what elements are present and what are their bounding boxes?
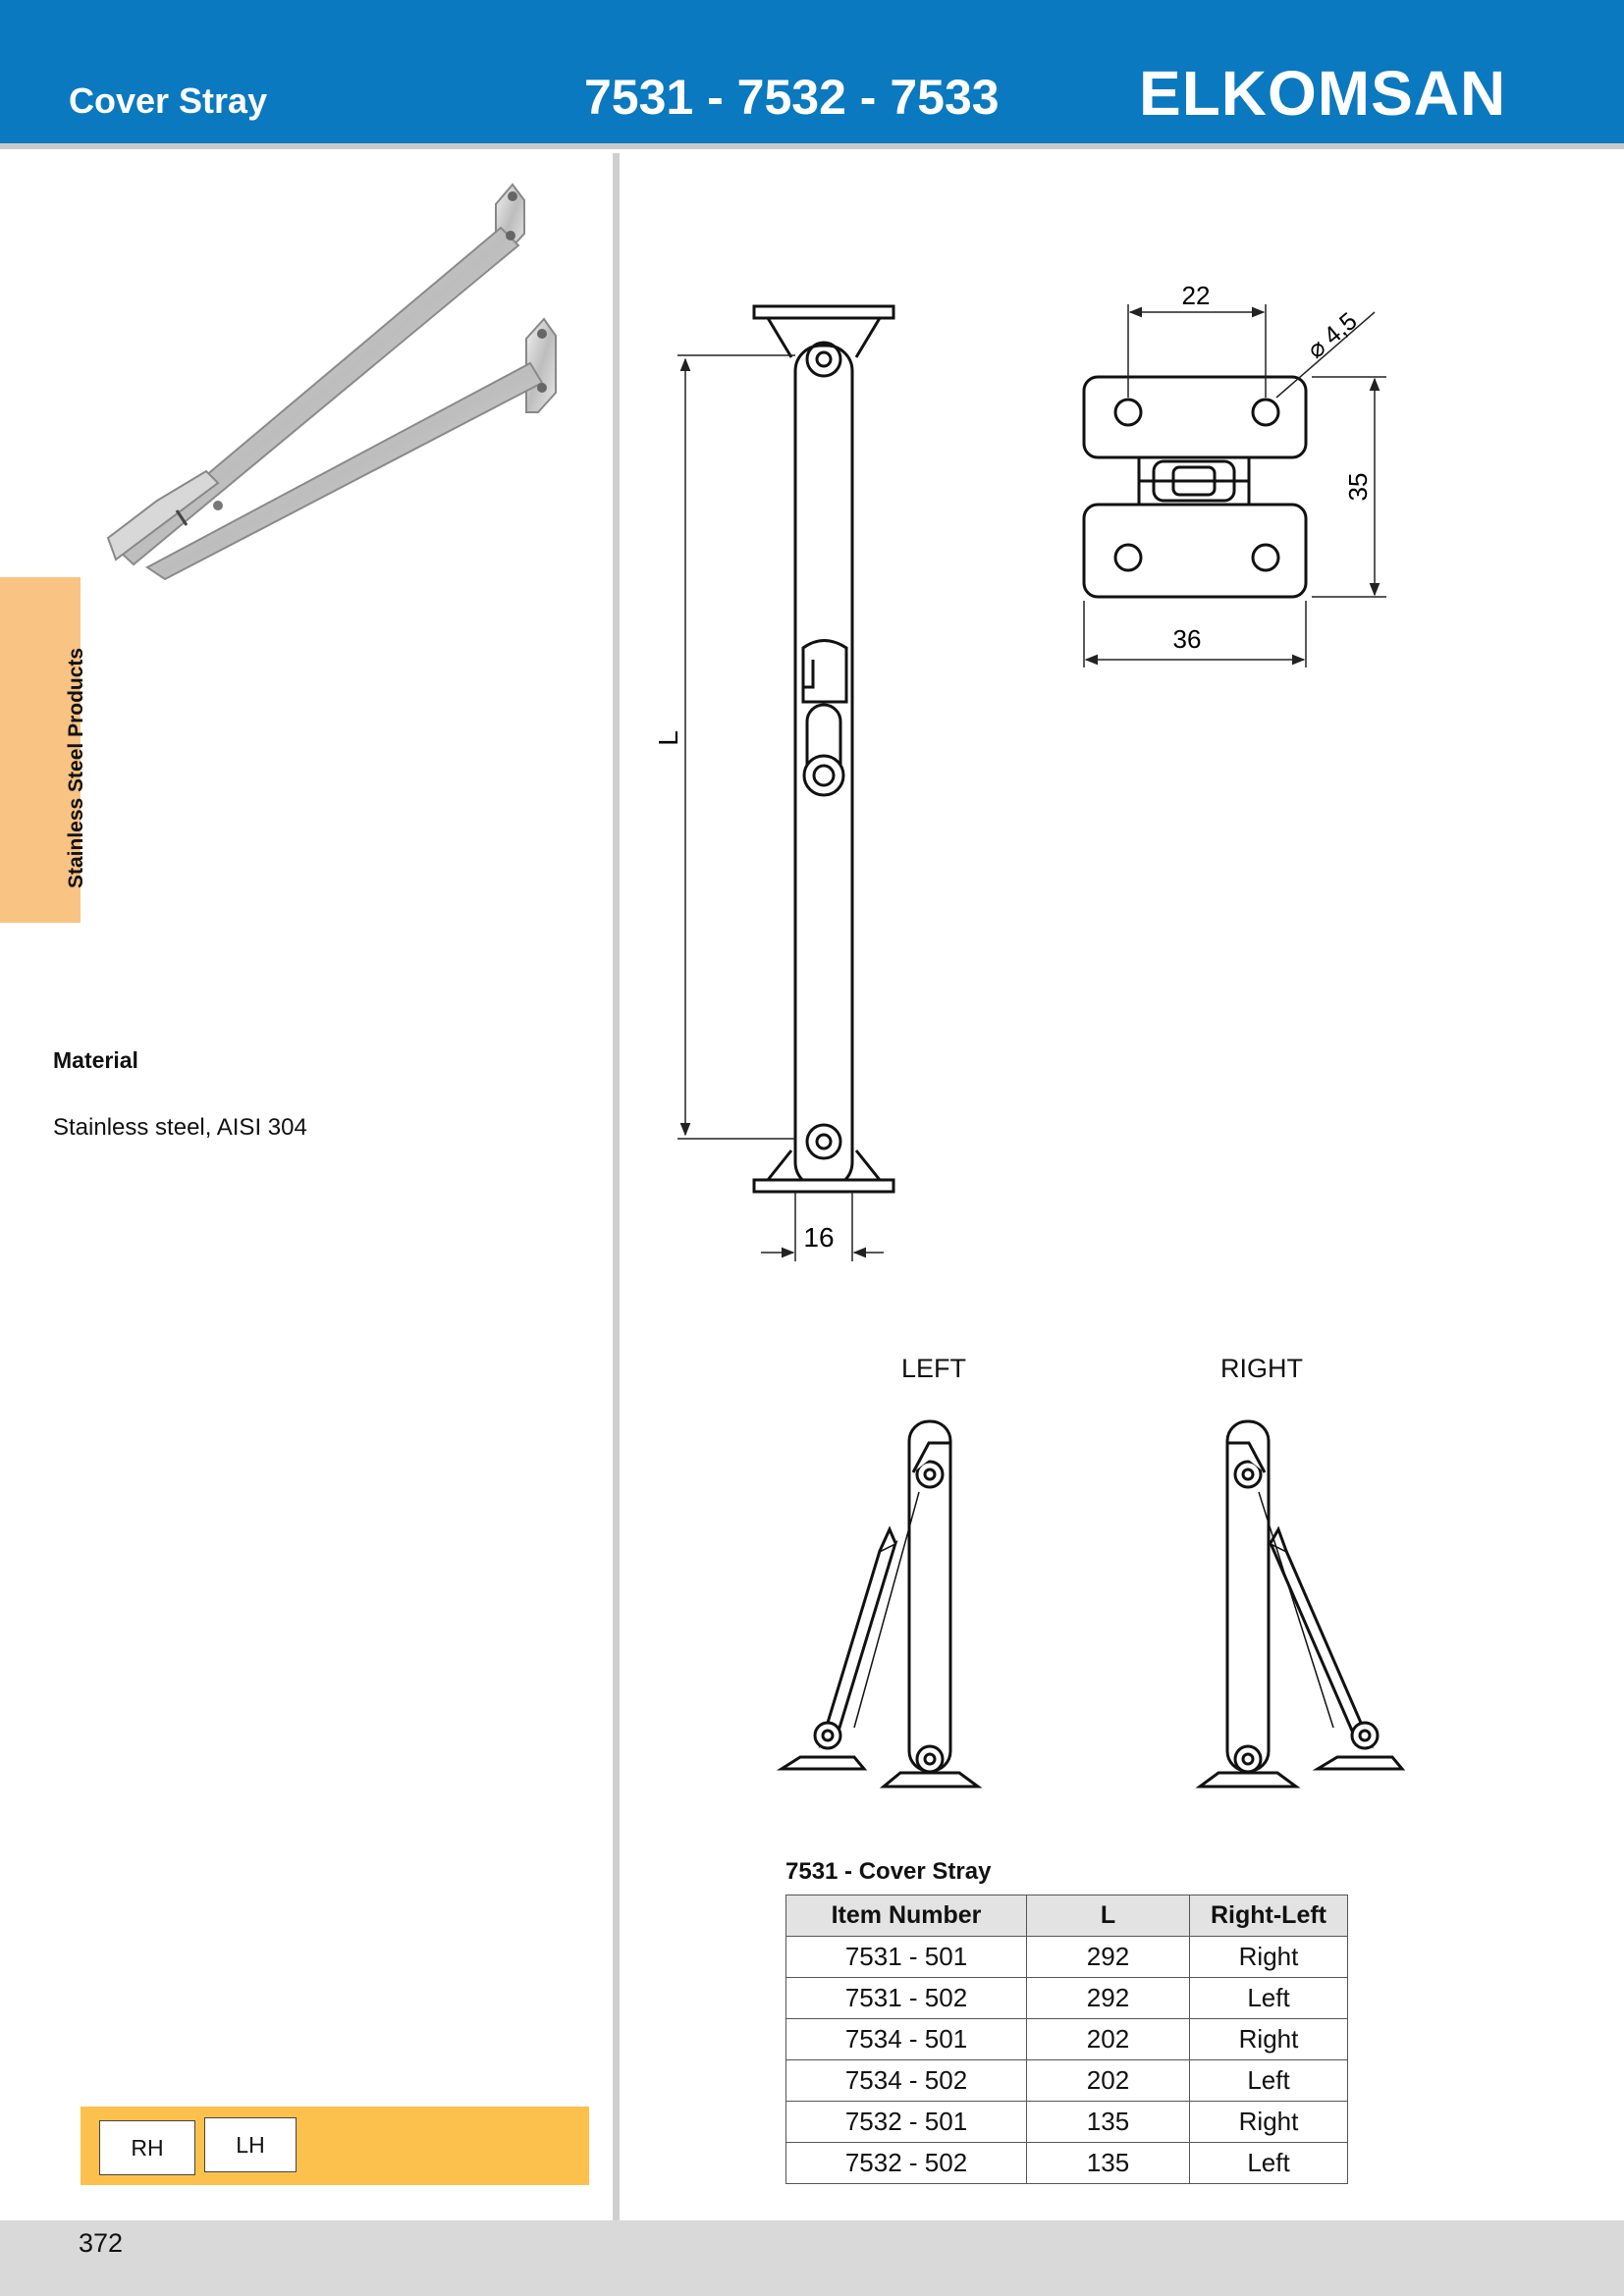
length-cell: 292 xyxy=(1026,1936,1190,1978)
dim-length-label: L xyxy=(653,730,683,746)
dim-height-label: 35 xyxy=(1343,473,1373,502)
table-row: 7532 - 502 135 Left xyxy=(785,2142,1348,2184)
length-cell: 135 xyxy=(1026,2142,1190,2184)
dim-plate-width-label: 36 xyxy=(1173,624,1202,654)
table-row: 7531 - 501 292 Right xyxy=(785,1936,1348,1978)
right-view-label: RIGHT xyxy=(1220,1354,1303,1383)
material-value: Stainless steel, AISI 304 xyxy=(53,1114,307,1141)
side-cell: Left xyxy=(1189,1977,1348,2019)
top-view-dimensions xyxy=(1083,304,1386,667)
length-cell: 135 xyxy=(1026,2101,1190,2143)
side-cell: Right xyxy=(1189,2101,1348,2143)
top-view-drawing xyxy=(1082,375,1308,599)
dim-hole-spacing-label: 22 xyxy=(1182,281,1211,310)
right-view-drawing xyxy=(1195,1419,1406,1789)
column-divider xyxy=(613,153,620,2220)
dimension-lines xyxy=(677,354,884,1261)
length-cell: 292 xyxy=(1026,1977,1190,2019)
page-header xyxy=(0,0,1624,143)
side-cell: Right xyxy=(1189,2018,1348,2060)
material-label: Material xyxy=(53,1047,138,1073)
dim-width-label: 16 xyxy=(803,1222,834,1253)
item-number-cell: 7532 - 501 xyxy=(785,2101,1027,2143)
table-row: 7532 - 501 135 Right xyxy=(785,2101,1348,2143)
page-footer xyxy=(0,2220,1624,2296)
lh-option-button[interactable]: LH xyxy=(204,2117,297,2172)
side-cell: Left xyxy=(1189,2059,1348,2102)
header-divider xyxy=(0,143,1624,149)
product-photo xyxy=(106,183,557,581)
table-row: 7534 - 501 202 Right xyxy=(785,2018,1348,2060)
front-view-drawing xyxy=(752,304,895,1194)
table-row: 7531 - 502 292 Left xyxy=(785,1977,1348,2019)
side-cell: Right xyxy=(1189,1936,1348,1978)
product-title: Cover Stray xyxy=(69,80,268,121)
length-cell: 202 xyxy=(1026,2018,1190,2060)
item-number-cell: 7531 - 502 xyxy=(785,1977,1027,2019)
spec-table: Item Number L Right-Left 7531 - 501 292 … xyxy=(785,1895,1348,2184)
item-number-cell: 7532 - 502 xyxy=(785,2142,1027,2184)
col-item-number: Item Number xyxy=(785,1895,1027,1937)
item-number-cell: 7534 - 501 xyxy=(785,2018,1027,2060)
left-view-label: LEFT xyxy=(901,1354,967,1383)
table-row: 7534 - 502 202 Left xyxy=(785,2059,1348,2102)
rh-option-button[interactable]: RH xyxy=(99,2120,195,2175)
item-number-cell: 7531 - 501 xyxy=(785,1936,1027,1978)
col-right-left: Right-Left xyxy=(1189,1895,1348,1937)
table-title: 7531 - Cover Stray xyxy=(785,1858,992,1885)
category-tab[interactable] xyxy=(0,577,81,923)
page-number: 372 xyxy=(79,2228,124,2258)
left-view-drawing xyxy=(776,1419,983,1789)
dim-hole-diameter-label: ⌀ 4,5 xyxy=(1302,307,1362,364)
side-cell: Left xyxy=(1189,2142,1348,2184)
length-cell: 202 xyxy=(1026,2059,1190,2102)
item-number-cell: 7534 - 502 xyxy=(785,2059,1027,2102)
col-length: L xyxy=(1026,1895,1190,1937)
product-codes: 7531 - 7532 - 7533 xyxy=(584,70,1000,125)
brand-name: ELKOMSAN xyxy=(1139,58,1507,129)
table-header-row: Item Number L Right-Left xyxy=(785,1895,1348,1937)
